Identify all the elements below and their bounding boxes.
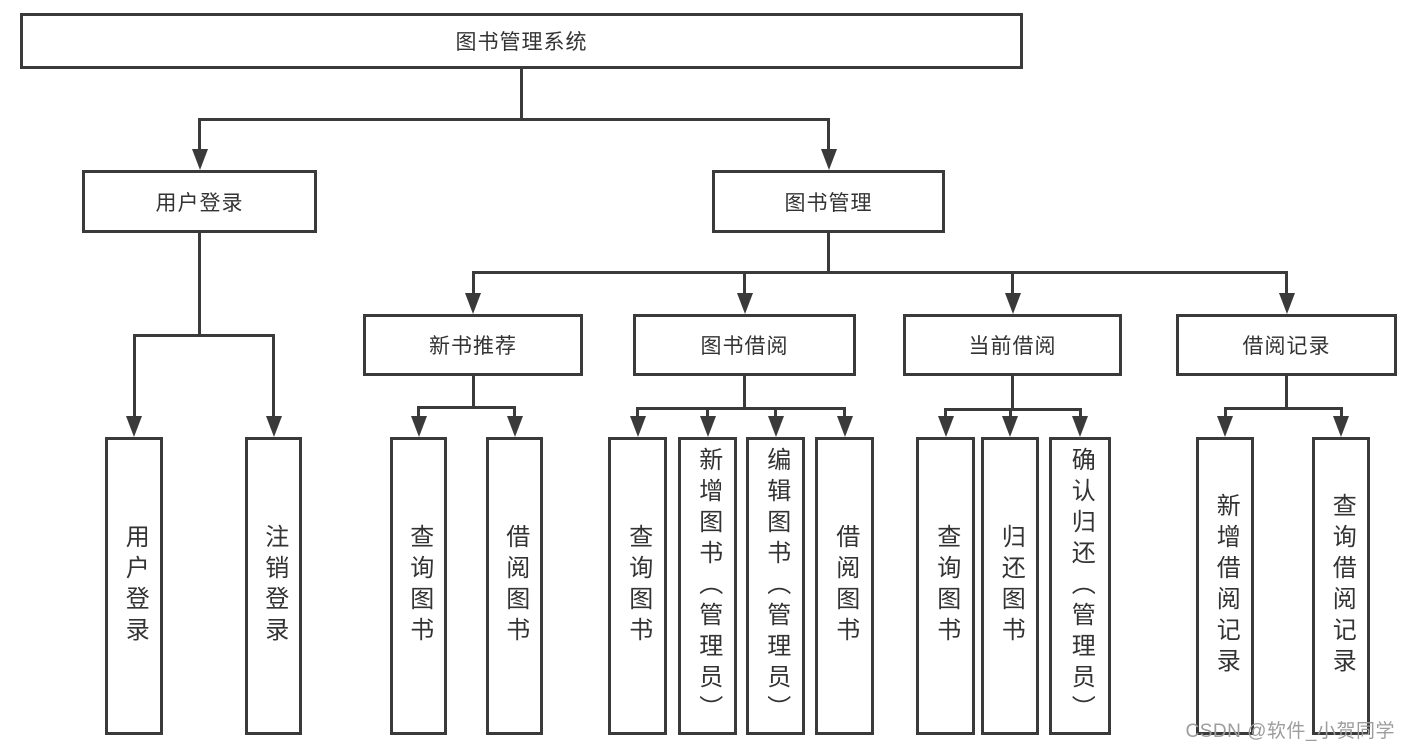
connector-line — [1285, 374, 1288, 410]
arrowhead-icon — [465, 293, 481, 314]
node-borrow-records: 借阅记录 — [1176, 314, 1397, 376]
connector-line — [198, 231, 201, 337]
connector-line — [1223, 406, 1343, 410]
connector-line — [636, 406, 639, 421]
arrowhead-icon — [1004, 293, 1021, 314]
arrowhead-icon — [1278, 293, 1295, 314]
arrowhead-icon — [410, 416, 427, 437]
connector-line — [198, 117, 830, 121]
node-label: 编辑图书（管理员） — [762, 446, 790, 726]
arrowhead-icon — [191, 149, 208, 170]
arrowhead-icon — [937, 416, 954, 437]
node-label: 当前借阅 — [968, 335, 1057, 358]
node-user-login: 用户登录 — [82, 170, 317, 233]
connector-line — [471, 270, 475, 298]
node-label: 查询图书 — [624, 524, 652, 648]
connector-line — [843, 406, 846, 421]
node-label: 图书借阅 — [700, 335, 789, 358]
node-leaf-query-rec: 查询借阅记录 — [1312, 437, 1370, 735]
arrowhead-icon — [767, 416, 784, 437]
arrowhead-icon — [1217, 416, 1233, 437]
node-label: 图书管理系统 — [455, 31, 588, 54]
node-root: 图书管理系统 — [20, 13, 1023, 69]
arrowhead-icon — [629, 416, 646, 437]
node-label: 借阅图书 — [501, 524, 529, 648]
connector-line — [827, 231, 830, 274]
arrowhead-icon — [265, 416, 282, 437]
connector-line — [198, 117, 201, 154]
node-leaf-query-1: 查询图书 — [390, 437, 447, 735]
node-label: 新增图书（管理员） — [694, 446, 722, 726]
connector-line — [417, 405, 420, 421]
node-leaf-borrow-2: 借阅图书 — [815, 437, 874, 735]
node-label: 用户登录 — [155, 191, 244, 215]
node-leaf-add-rec: 新增借阅记录 — [1196, 437, 1254, 735]
node-label: 查询借阅记录 — [1328, 493, 1356, 679]
connector-line — [636, 406, 846, 410]
connector-line — [944, 407, 1082, 411]
node-label: 确认归还（管理员） — [1067, 446, 1095, 726]
connector-line — [1011, 270, 1014, 298]
node-label: 新书推荐 — [429, 335, 517, 358]
node-leaf-login: 用户登录 — [105, 437, 163, 735]
arrowhead-icon — [1002, 416, 1018, 437]
node-new-books: 新书推荐 — [363, 314, 583, 376]
connector-line — [471, 270, 1288, 274]
node-leaf-confirm: 确认归还（管理员） — [1049, 437, 1111, 735]
connector-line — [132, 333, 275, 337]
connector-line — [1008, 407, 1012, 421]
node-label: 归还图书 — [997, 524, 1025, 648]
node-current-borrow: 当前借阅 — [903, 314, 1122, 376]
connector-line — [513, 405, 516, 421]
node-label: 新增借阅记录 — [1212, 493, 1240, 679]
node-label: 注销登录 — [260, 524, 288, 648]
node-label: 用户登录 — [121, 524, 149, 648]
connector-line — [743, 270, 746, 298]
connector-line — [1011, 374, 1014, 411]
connector-line — [471, 374, 475, 409]
node-label: 借阅记录 — [1242, 335, 1331, 358]
connector-line — [1285, 270, 1288, 298]
arrowhead-icon — [736, 293, 753, 314]
connector-line — [944, 407, 947, 421]
watermark: CSDN @软件_小贺同学 — [1185, 721, 1395, 742]
node-leaf-query-2: 查询图书 — [608, 437, 667, 735]
arrowhead-icon — [699, 416, 716, 437]
connector-line — [827, 117, 830, 154]
connector-line — [132, 333, 136, 421]
connector-line — [1078, 407, 1082, 421]
arrowhead-icon — [506, 416, 523, 437]
connector-line — [1339, 406, 1343, 421]
node-leaf-borrow-1: 借阅图书 — [486, 437, 543, 735]
connector-line — [1223, 406, 1227, 421]
node-label: 查询图书 — [405, 524, 433, 648]
arrowhead-icon — [126, 416, 142, 437]
node-book-borrow: 图书借阅 — [633, 314, 856, 376]
connector-line — [706, 406, 709, 421]
node-label: 借阅图书 — [831, 524, 859, 648]
connector-line — [520, 67, 523, 121]
node-leaf-edit-book: 编辑图书（管理员） — [746, 437, 805, 735]
node-leaf-logout: 注销登录 — [245, 437, 302, 735]
node-book-mgmt: 图书管理 — [712, 170, 945, 233]
connector-line — [272, 333, 275, 421]
connector-line — [417, 405, 516, 409]
connector-line — [743, 374, 746, 410]
node-label: 图书管理 — [784, 191, 873, 215]
node-leaf-query-3: 查询图书 — [916, 437, 975, 735]
arrowhead-icon — [1072, 416, 1088, 437]
node-leaf-add-book: 新增图书（管理员） — [678, 437, 737, 735]
arrowhead-icon — [1333, 416, 1349, 437]
node-label: 查询图书 — [932, 524, 960, 648]
node-leaf-return: 归还图书 — [981, 437, 1039, 735]
arrowhead-icon — [836, 416, 853, 437]
arrowhead-icon — [820, 149, 837, 170]
connector-line — [774, 406, 777, 421]
